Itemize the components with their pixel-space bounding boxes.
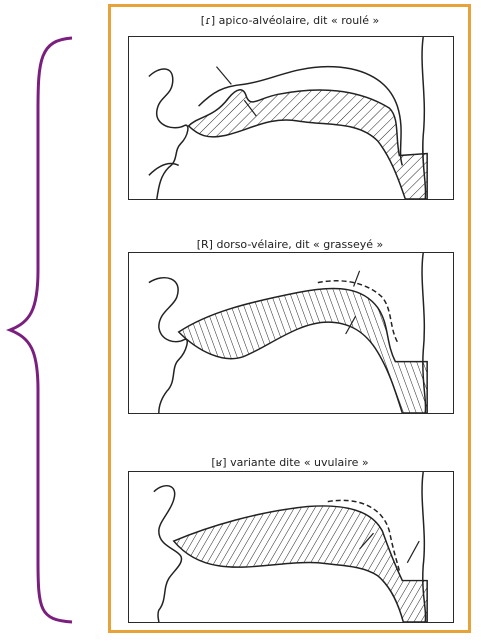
tongue-shape bbox=[189, 90, 428, 199]
tongue-shape bbox=[174, 506, 427, 622]
panel-1-diagram bbox=[128, 36, 454, 200]
panel-2-diagram bbox=[128, 252, 454, 414]
tongue-shape bbox=[179, 288, 427, 413]
curly-brace bbox=[0, 0, 110, 643]
arrow-1 bbox=[216, 67, 231, 85]
panel-3-diagram bbox=[128, 471, 454, 623]
lip-contour bbox=[154, 486, 182, 622]
lip-contour bbox=[149, 69, 188, 199]
lip-contour bbox=[149, 278, 187, 413]
arrow-2 bbox=[407, 541, 419, 563]
panel-3-caption: [ʁ] variante dite « uvulaire » bbox=[211, 456, 368, 469]
panel-2-caption: [R] dorso-vélaire, dit « grasseyé » bbox=[197, 238, 384, 251]
panel-1-caption: [ɾ] apico-alvéolaire, dit « roulé » bbox=[201, 14, 379, 27]
